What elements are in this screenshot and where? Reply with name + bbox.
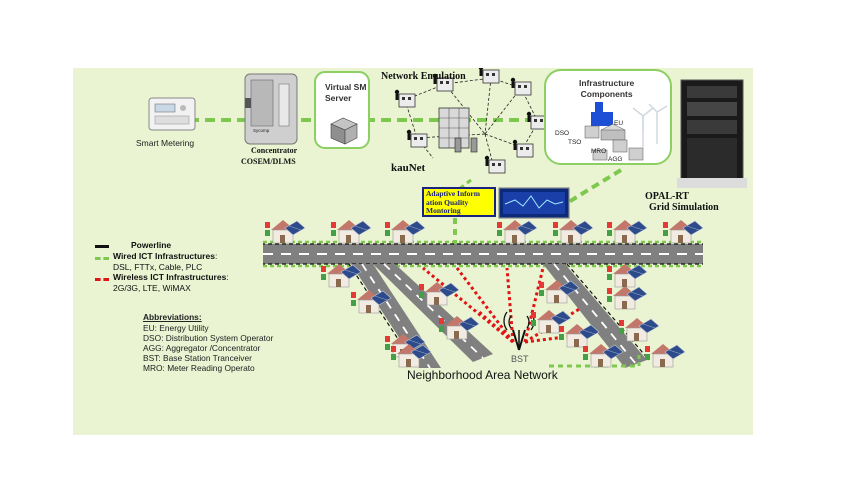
concentrator-brand-label: Sycomp	[253, 128, 270, 133]
legend-wired-colon: :	[214, 251, 218, 261]
tso-label: TSO	[568, 139, 582, 146]
legend-wireless-swatch	[95, 278, 109, 281]
legend-wireless-items: 2G/3G, LTE, WiMAX	[113, 283, 191, 293]
aiqm-line1: Adaptive Inform	[426, 189, 480, 198]
quality-monitor-screen	[498, 187, 570, 219]
network-emulation-label: Network Emulation	[381, 71, 466, 82]
abbreviation-item: MRO: Meter Reading Operato	[143, 363, 255, 373]
aiqm-box: Adaptive Inform ation Quality Montoring	[422, 187, 496, 217]
legend-wireless-label: Wireless ICT Infrastructures:	[113, 272, 229, 282]
diagram-artwork	[148, 68, 747, 369]
abbreviation-item: EU: Energy Utility	[143, 323, 209, 333]
infrastructure-icons	[584, 102, 668, 161]
legend-wired-title: Wired ICT Infrastructures	[113, 251, 215, 261]
virtual-sm-line2: Server	[325, 93, 352, 103]
infrastructure-components-label: Infrastructure Components	[579, 78, 634, 100]
kaunet-label: kauNet	[391, 162, 426, 174]
legend-powerline-label: Powerline	[131, 240, 172, 250]
concentrator-device	[244, 73, 298, 145]
legend-wireless-title: Wireless ICT Infrastructures	[113, 272, 227, 282]
opal-rt-label: OPAL-RT	[645, 191, 689, 202]
legend-powerline-swatch	[95, 245, 109, 248]
abbreviation-item: BST: Base Station Tranceiver	[143, 353, 252, 363]
aiqm-line3: Montoring	[426, 206, 461, 216]
server-icon	[330, 117, 358, 145]
agg-label: AGG	[608, 156, 623, 163]
infrastructure-line1: Infrastructure	[579, 78, 635, 88]
cosem-dlms-label: COSEM/DLMS	[241, 157, 296, 166]
mro-label: MRO	[591, 148, 607, 155]
legend-wired-swatch	[95, 257, 109, 260]
virtual-sm-line1: Virtual SM	[325, 82, 367, 92]
network-emulation-nodes	[394, 68, 548, 174]
legend-wired-items: DSL, FTTx, Cable, PLC	[113, 262, 203, 272]
legend-wired-label: Wired ICT Infrastructures:	[113, 251, 217, 261]
opal-rt-rack	[677, 79, 747, 188]
infrastructure-line2: Components	[580, 89, 633, 99]
dso-label: DSO	[555, 130, 570, 137]
concentrator-label: Concentrator	[251, 146, 298, 155]
abbreviation-item: DSO: Distribution System Operator	[143, 333, 274, 343]
diagram-canvas: Smart Metering Concentrator COSEM/DLMS S…	[73, 68, 753, 435]
smart-metering-label: Smart Metering	[136, 138, 195, 148]
grid-simulation-label: Grid Simulation	[649, 202, 719, 213]
aiqm-line2: ation Quality	[426, 197, 469, 207]
abbreviations-title: Abbreviations:	[143, 312, 202, 322]
eu-label: EU	[614, 120, 624, 127]
abbreviation-item: AGG: Aggregator /Concentrator	[143, 343, 261, 353]
legend-wireless-colon: :	[226, 272, 229, 282]
virtual-sm-server-label: Virtual SM Server	[325, 82, 366, 104]
neighborhood-area-network-label: Neighborhood Area Network	[407, 368, 558, 382]
smart-meter-device	[148, 97, 196, 131]
legend: Powerline Wired ICT Infrastructures: DSL…	[73, 238, 273, 298]
bst-label: BST	[511, 354, 529, 364]
